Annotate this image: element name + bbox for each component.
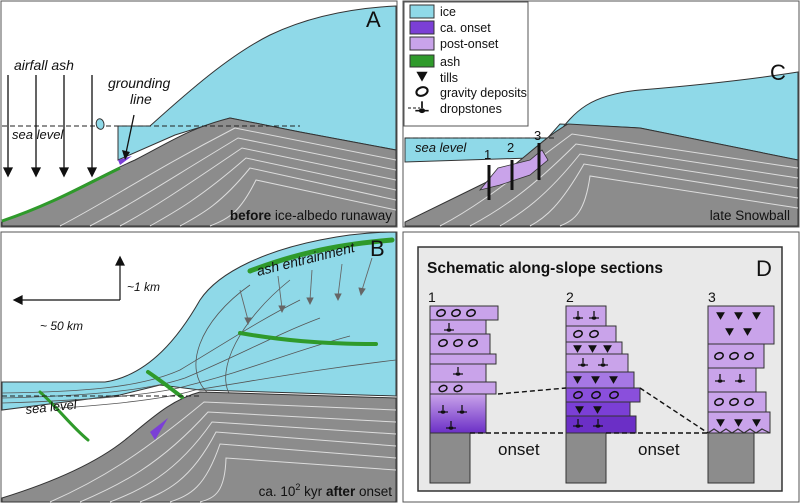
scale-horizontal-label: ~ 50 km [40, 319, 83, 333]
section-1-label: 1 [484, 147, 491, 162]
bedrock [1, 391, 397, 503]
airfall-arrows [2, 75, 98, 178]
ash-layer [146, 370, 184, 399]
legend-ash: ash [440, 55, 460, 69]
legend-ca-onset: ca. onset [440, 21, 491, 35]
ice-sheet [404, 71, 799, 163]
panel-b-letter: B [370, 236, 385, 261]
panel-c-caption: late Snowball [710, 208, 790, 223]
legend-tills: tills [440, 71, 458, 85]
panel-a: airfall ash grounding line sea level A b… [0, 0, 398, 228]
airfall-ash-label: airfall ash [14, 57, 74, 73]
panel-a-letter: A [366, 7, 381, 32]
section-3-label: 3 [534, 128, 541, 143]
ash-layer [38, 390, 90, 442]
panel-d-title: Schematic along-slope sections [427, 260, 663, 277]
legend-dropstones: dropstones [440, 102, 502, 116]
post-onset-deposit [478, 149, 549, 191]
legend-post-onset: post-onset [440, 37, 499, 51]
legend: ice ca. onset post-onset ash tills gravi… [403, 1, 529, 127]
sea-level-label: sea level [25, 397, 79, 417]
section-3: 3 [707, 289, 775, 484]
section-3-label: 3 [708, 289, 716, 305]
ash-layer [247, 237, 395, 274]
onset-label-1: onset [498, 440, 540, 459]
ice-sheet [117, 5, 397, 161]
section-1-label: 1 [428, 289, 436, 305]
section-2: 2 [565, 289, 641, 484]
panel-c-letter: C [770, 60, 786, 85]
ash-layer [1, 166, 121, 223]
sea-level-label: sea level [12, 127, 64, 142]
section-2-label: 2 [566, 289, 574, 305]
sea-level-label: sea level [415, 140, 467, 155]
panel-a-caption: before ice-albedo runaway [230, 208, 392, 223]
legend-ice: ice [440, 5, 456, 19]
onset-label-2: onset [638, 440, 680, 459]
ice-sheet [1, 231, 397, 411]
grounding-line-label-2: line [130, 91, 152, 107]
panel-d-letter: D [756, 256, 772, 281]
section-2-label: 2 [507, 140, 514, 155]
section-1: 1 [428, 289, 499, 484]
ash-layer [238, 331, 378, 346]
panel-b-caption: ca. 102 kyr after onset [259, 482, 393, 499]
grounding-line-label-1: grounding [108, 75, 170, 91]
legend-gravity-deposits: gravity deposits [440, 86, 527, 100]
panel-d: Schematic along-slope sections D 1 [402, 231, 800, 503]
scale-vertical-label: ~1 km [127, 280, 160, 294]
panel-b: ~1 km ~ 50 km ash entrainment sea level … [0, 231, 398, 503]
